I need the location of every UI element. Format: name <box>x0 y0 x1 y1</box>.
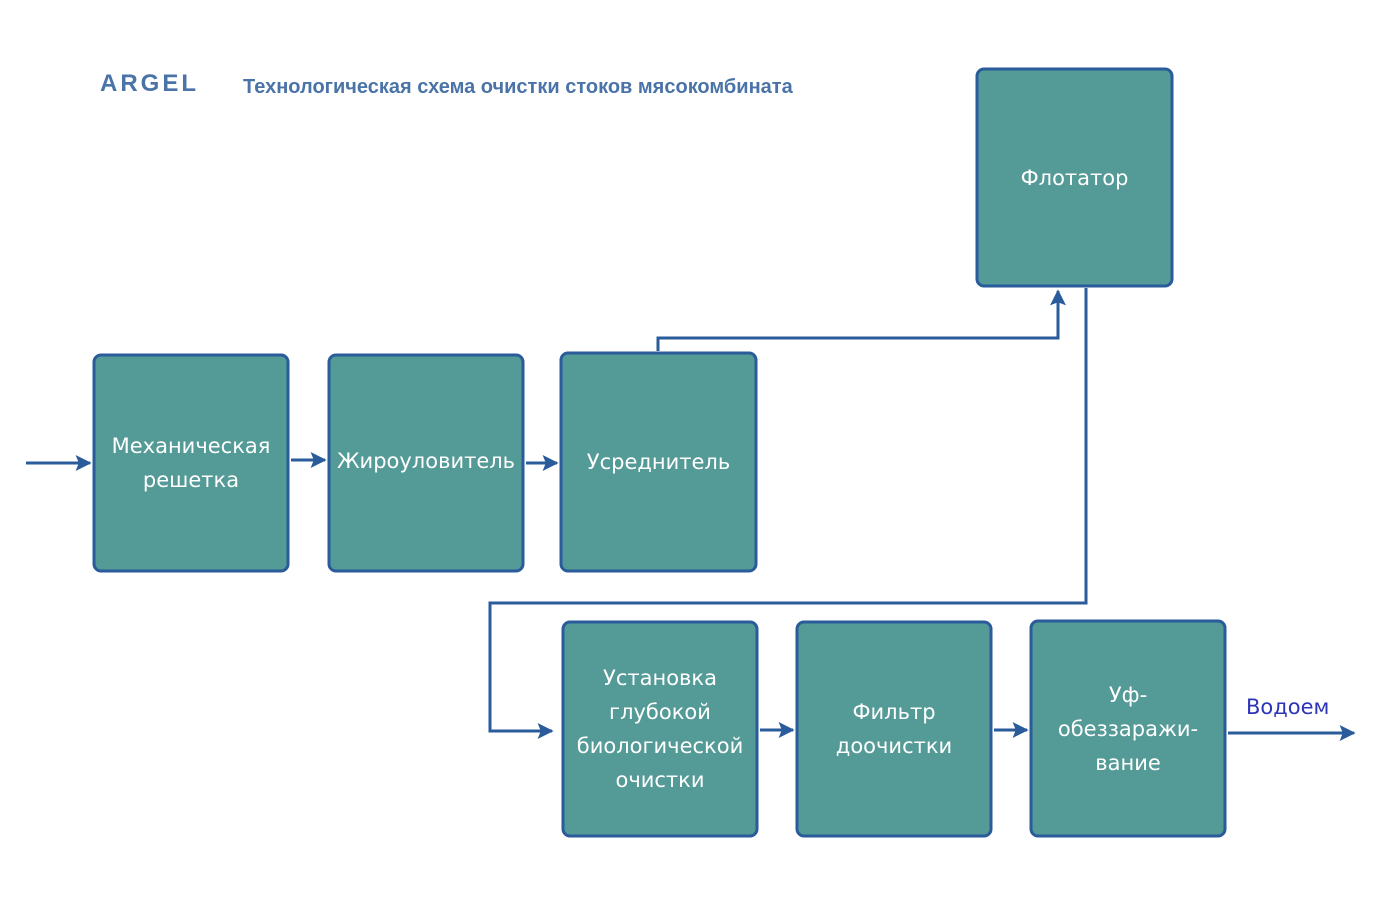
output-label-water-body: Водоем <box>1246 695 1330 719</box>
arrow-equal-flot <box>656 289 1066 351</box>
diagram-title: Технологическая схема очистки стоков мяс… <box>243 76 793 98</box>
argel-logo: ARGEL <box>100 70 199 97</box>
arrow-flot-bio <box>488 288 1088 739</box>
box-equal <box>559 351 758 573</box>
box-filter <box>795 620 993 838</box>
box-bio <box>561 620 759 838</box>
box-grease <box>327 353 525 573</box>
box-uv <box>1029 619 1227 838</box>
box-flot <box>975 67 1174 288</box>
box-screen <box>92 353 290 573</box>
